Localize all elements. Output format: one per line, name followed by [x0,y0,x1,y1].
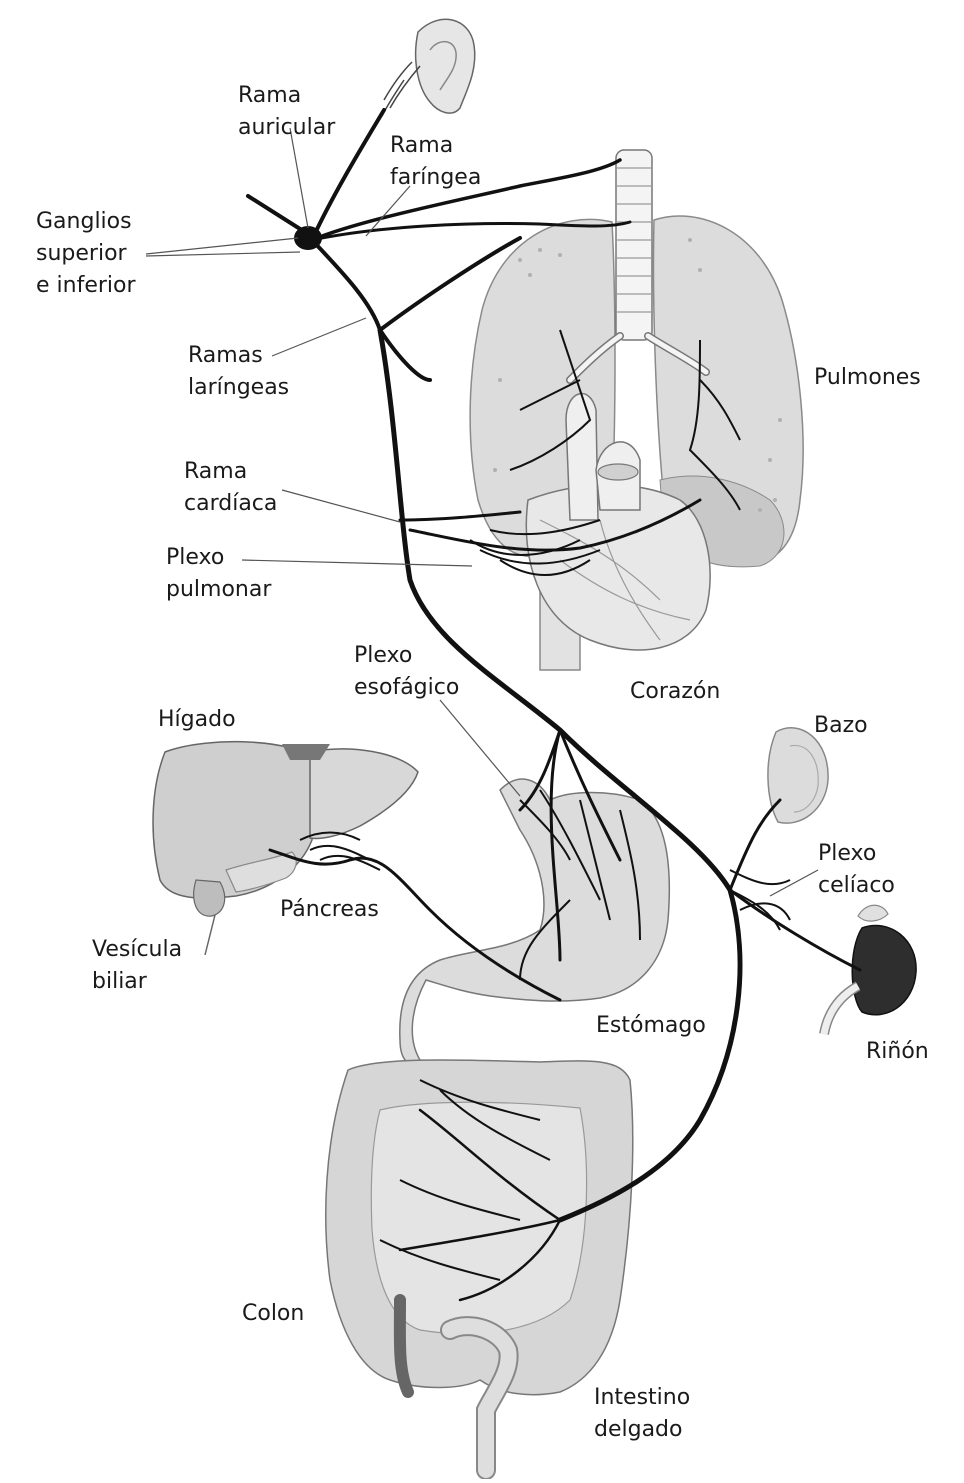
label-corazon: Corazón [630,676,720,708]
ganglion-node [294,226,322,250]
label-pulmones: Pulmones [814,362,921,394]
gallbladder-illustration [194,880,225,955]
label-higado: Hígado [158,704,236,736]
label-bazo: Bazo [814,710,868,742]
label-colon: Colon [242,1298,304,1330]
label-pancreas: Páncreas [280,894,379,926]
kidney-illustration [824,905,916,1034]
label-rinon: Riñón [866,1036,929,1068]
label-estomago: Estómago [596,1010,706,1042]
ear-illustration [382,19,475,116]
spleen-illustration [768,728,828,823]
